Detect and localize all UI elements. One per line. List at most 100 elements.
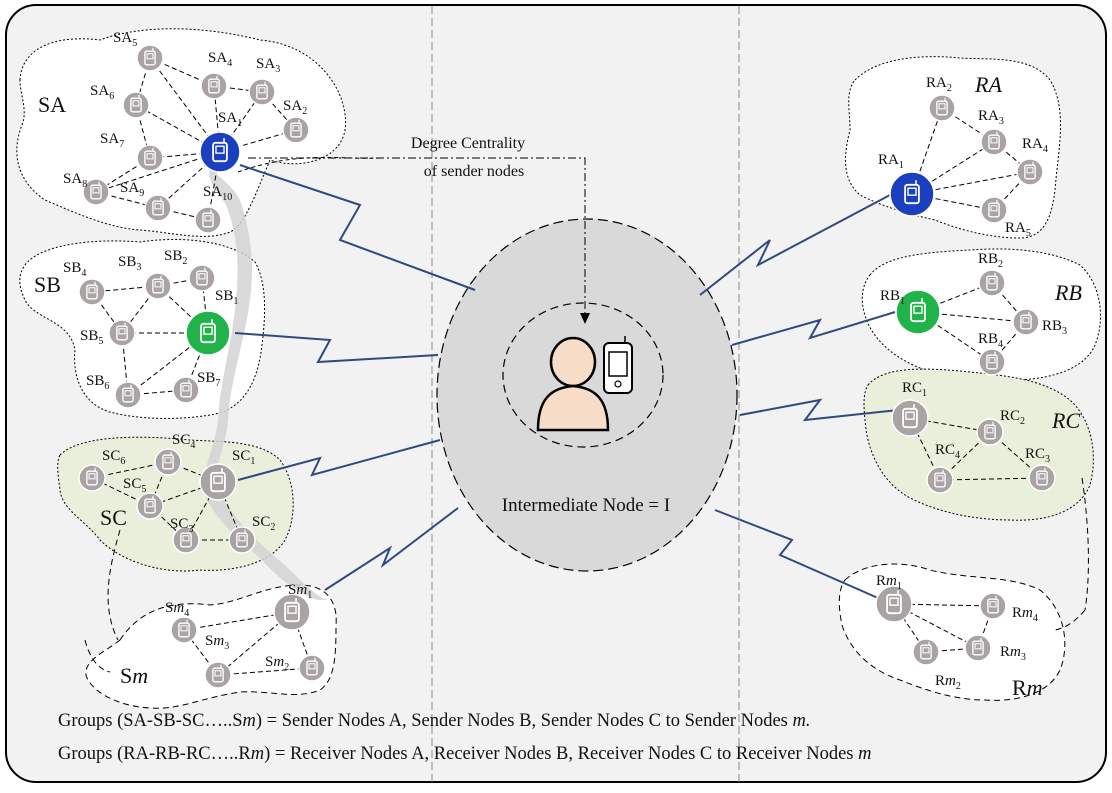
node-label-rc2: RC2 — [1000, 408, 1025, 427]
node-circle — [891, 399, 929, 437]
node-label-rm1: Rm1 — [876, 573, 902, 592]
intermediate-node-inner — [502, 302, 664, 448]
node-label-ra4: RA4 — [1022, 136, 1048, 155]
node-sa5: SA5 — [113, 30, 164, 72]
handheld-device-icon — [603, 336, 633, 394]
node-circle — [154, 448, 182, 476]
node-label-rc1: RC1 — [902, 380, 927, 399]
node-circle — [200, 72, 228, 100]
wireless-links — [234, 164, 899, 599]
node-sb7: SB7 — [172, 370, 220, 404]
group-label-sc: SC — [100, 505, 127, 530]
node-label-rc3: RC3 — [1025, 446, 1050, 465]
node-label-sc5: SC5 — [123, 476, 146, 495]
group-label-rc: RC — [1051, 408, 1080, 433]
link-center-ra — [699, 194, 891, 296]
node-ra3: RA3 — [978, 108, 1008, 156]
legend2-part-b: m — [250, 744, 265, 764]
degree-centrality-label: Degree Centrality — [411, 135, 525, 152]
node-circle — [108, 319, 136, 347]
node-label-sa7: SA7 — [100, 131, 124, 150]
node-rc4: RC4 — [926, 442, 960, 494]
node-label-sa5: SA5 — [113, 30, 137, 49]
node-label-sa6: SA6 — [90, 83, 114, 102]
node-label-sb6: SB6 — [86, 373, 109, 392]
node-label-sc4: SC4 — [172, 432, 195, 451]
node-label-ra2: RA2 — [926, 75, 952, 94]
node-circle — [282, 116, 310, 144]
edge-ra1-ra5 — [911, 193, 995, 211]
node-sm3: Sm3 — [204, 633, 232, 689]
node-circle — [144, 272, 172, 300]
arrow-head — [580, 313, 590, 324]
node-label-sm3: Sm3 — [205, 633, 229, 652]
legend-receiver-groups: Groups (RA-RB-RC…..Rm) = Receiver Nodes … — [58, 744, 872, 765]
sender-hub-path — [203, 165, 330, 600]
legend2-part-c: ) = Receiver Nodes A, Receiver Nodes B, … — [264, 744, 859, 764]
link-sm-center — [324, 507, 459, 591]
node-circle — [248, 78, 276, 106]
node-label-sa2: SA2 — [283, 98, 307, 117]
node-rb1: RB1 — [880, 288, 941, 335]
node-ra2: RA2 — [926, 75, 956, 122]
node-label-sa3: SA3 — [256, 56, 280, 75]
node-circle — [926, 466, 954, 494]
node-label-rb2: RB2 — [978, 251, 1003, 270]
node-label-sa4: SA4 — [208, 50, 232, 69]
node-circle — [980, 128, 1008, 156]
node-sa9: SA9 — [120, 180, 172, 222]
node-circle — [978, 348, 1006, 376]
person-icon — [536, 336, 610, 432]
legend1-part-a: Groups (SA-SB-SC….. — [58, 711, 233, 731]
node-circle — [185, 310, 231, 356]
node-sc1: SC1 — [199, 448, 255, 501]
node-sa10: SA10 — [194, 184, 232, 234]
node-label-rm3: Rm3 — [1000, 644, 1026, 663]
node-ra5: RA5 — [980, 196, 1031, 239]
node-circle — [976, 418, 1004, 446]
node-rm4: Rm4 — [979, 592, 1038, 624]
node-sm4: Sm4 — [165, 600, 198, 644]
link-center-rb — [731, 311, 896, 346]
node-circle — [188, 264, 216, 292]
legend1-part-d: ) = Sender Nodes A, Sender Nodes B, Send… — [255, 711, 793, 731]
node-sb4: SB4 — [63, 260, 106, 306]
node-label-rm4: Rm4 — [1012, 605, 1038, 624]
node-label-ra1: RA1 — [878, 152, 904, 171]
legend2-part-d: m — [858, 744, 872, 764]
group-label-rm: Rm — [1012, 675, 1043, 700]
node-rm2: Rm2 — [912, 638, 961, 692]
node-circle — [82, 178, 110, 206]
node-circle — [964, 634, 992, 662]
node-rb3: RB3 — [1012, 308, 1067, 337]
sender-nodes-label: of sender nodes — [424, 163, 524, 180]
node-circle — [136, 44, 164, 72]
node-label-sa9: SA9 — [120, 180, 144, 199]
node-label-sb5: SB5 — [80, 328, 103, 347]
node-label-rc4: RC4 — [935, 442, 960, 461]
group-label-sb: SB — [34, 272, 61, 297]
node-label-sa10: SA10 — [203, 184, 232, 203]
node-circle — [144, 194, 172, 222]
node-circle — [78, 278, 106, 306]
node-label-ra3: RA3 — [978, 108, 1004, 127]
node-sb5: SB5 — [80, 319, 136, 347]
node-label-rb4: RB4 — [978, 331, 1003, 350]
node-label-sb4: SB4 — [63, 260, 86, 279]
node-circle — [273, 593, 311, 631]
node-label-ra5: RA5 — [1005, 220, 1031, 239]
node-rc1: RC1 — [891, 380, 929, 437]
node-sb2: SB2 — [164, 248, 216, 292]
edge-sa1-sa9 — [157, 151, 221, 209]
node-circle — [78, 464, 106, 492]
node-circle — [122, 91, 150, 119]
edge-sa1-sa8 — [95, 151, 221, 193]
cluster-rc-rm-connector — [1054, 477, 1089, 631]
node-label-sm1: Sm1 — [288, 582, 312, 601]
node-rc3: RC3 — [1025, 446, 1056, 492]
node-circle — [1012, 308, 1040, 336]
node-label-rb1: RB1 — [880, 288, 905, 307]
node-circle — [979, 592, 1007, 620]
group-label-sm: Sm — [120, 663, 148, 688]
